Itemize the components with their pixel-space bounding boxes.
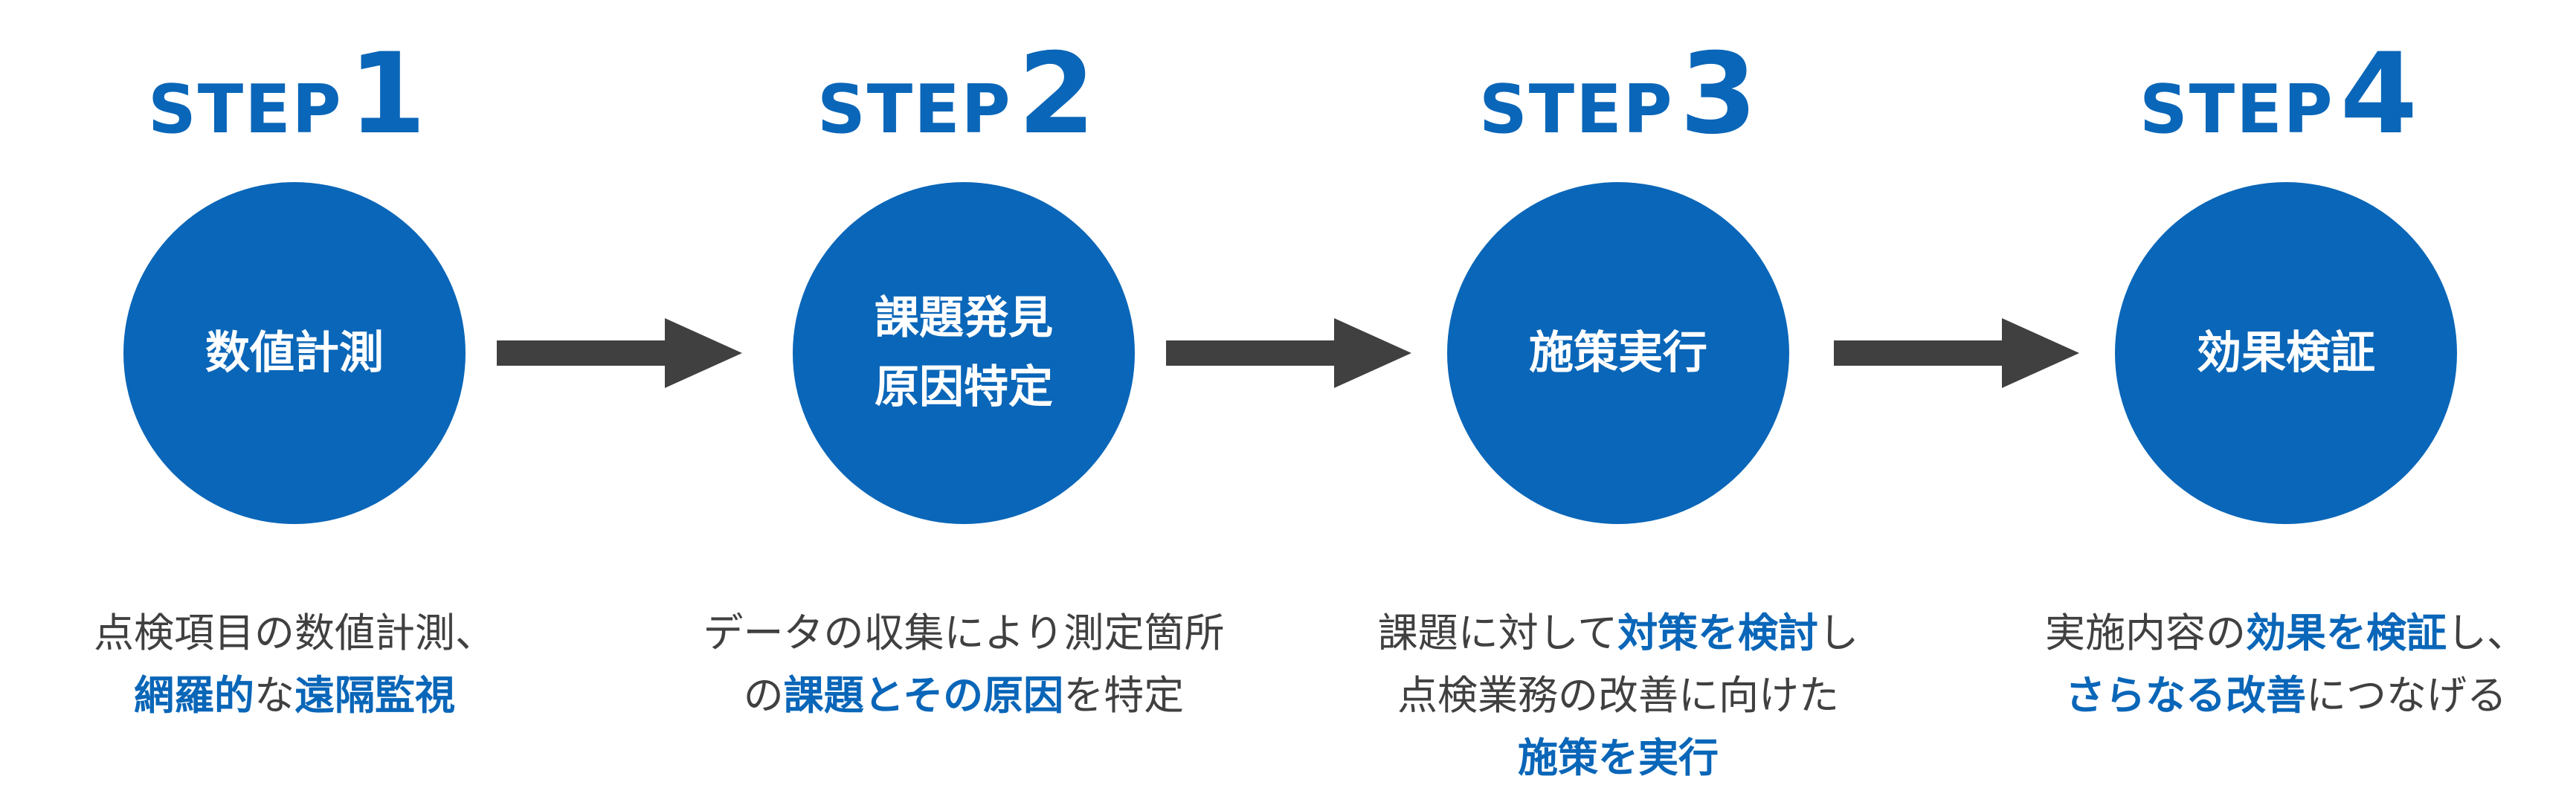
- description-line: 課題に対して対策を検討し: [1336, 602, 1901, 665]
- step-3-word: STEP: [1478, 71, 1674, 149]
- step-3-circle-label: 施策実行: [1529, 326, 1707, 379]
- step-1-circle: 数値計測: [123, 182, 466, 524]
- highlight-text: 遠隔監視: [294, 672, 455, 719]
- highlight-text: 効果を検証: [2246, 610, 2447, 656]
- step-1-number: 1: [348, 30, 427, 159]
- arrow-right-icon: [497, 318, 742, 388]
- step-3-circle: 施策実行: [1447, 182, 1789, 524]
- description-line: さらなる改善につなげる: [2003, 665, 2569, 727]
- plain-text: の: [743, 672, 784, 719]
- plain-text: につなげる: [2306, 672, 2507, 719]
- step-4-word: STEP: [2139, 71, 2334, 149]
- plain-text: 課題に対して: [1377, 610, 1618, 656]
- description-line: 点検業務の改善に向けた: [1336, 665, 1901, 727]
- arrow-right-icon: [1166, 318, 1411, 388]
- step-3-description: 課題に対して対策を検討し点検業務の改善に向けた施策を実行: [1336, 602, 1901, 789]
- step-1-description: 点検項目の数値計測、網羅的な遠隔監視: [12, 602, 577, 727]
- step-2-number: 2: [1017, 30, 1096, 159]
- step-3-number: 3: [1679, 30, 1758, 159]
- step-2-word: STEP: [817, 71, 1012, 149]
- description-line: 施策を実行: [1336, 727, 1901, 789]
- step-4-description: 実施内容の効果を検証し、さらなる改善につなげる: [2003, 602, 2569, 727]
- step-1-circle-label: 数値計測: [205, 326, 384, 379]
- step-3-title: STEP3: [1410, 30, 1826, 159]
- step-1-word: STEP: [147, 71, 343, 149]
- step-2-circle: 課題発見 原因特定: [793, 182, 1135, 524]
- plain-text: し、: [2447, 610, 2527, 656]
- plain-text: 点検項目の数値計測、: [94, 610, 495, 656]
- description-line: の課題とその原因を特定: [681, 665, 1246, 727]
- highlight-text: 課題とその原因: [783, 672, 1064, 719]
- step-2-circle-label-line-1: 課題発見: [875, 292, 1053, 344]
- plain-text: 実施内容の: [2045, 610, 2246, 656]
- arrow-right-icon: [1834, 318, 2079, 388]
- highlight-text: 網羅的: [134, 672, 254, 719]
- description-line: データの収集により測定箇所: [681, 602, 1246, 665]
- step-2-title: STEP2: [748, 30, 1165, 159]
- plain-text: な: [254, 672, 294, 719]
- description-line: 実施内容の効果を検証し、: [2003, 602, 2569, 665]
- step-4-circle-label: 効果検証: [2197, 326, 2375, 379]
- step-2-circle-label-line-2: 原因特定: [875, 361, 1053, 413]
- highlight-text: 対策を検討: [1617, 610, 1819, 656]
- plain-text: データの収集により測定箇所: [703, 610, 1225, 656]
- highlight-text: 施策を実行: [1518, 734, 1719, 781]
- description-line: 網羅的な遠隔監視: [12, 665, 577, 727]
- step-2-description: データの収集により測定箇所の課題とその原因を特定: [681, 602, 1246, 727]
- step-4-title: STEP4: [2070, 30, 2487, 159]
- description-line: 点検項目の数値計測、: [12, 602, 577, 665]
- highlight-text: さらなる改善: [2065, 672, 2306, 719]
- plain-text: し: [1818, 610, 1859, 656]
- plain-text: 点検業務の改善に向けた: [1397, 672, 1839, 719]
- step-4-circle: 効果検証: [2115, 182, 2457, 524]
- plain-text: を特定: [1063, 672, 1185, 719]
- step-4-number: 4: [2340, 30, 2418, 159]
- step-1-title: STEP1: [79, 30, 495, 159]
